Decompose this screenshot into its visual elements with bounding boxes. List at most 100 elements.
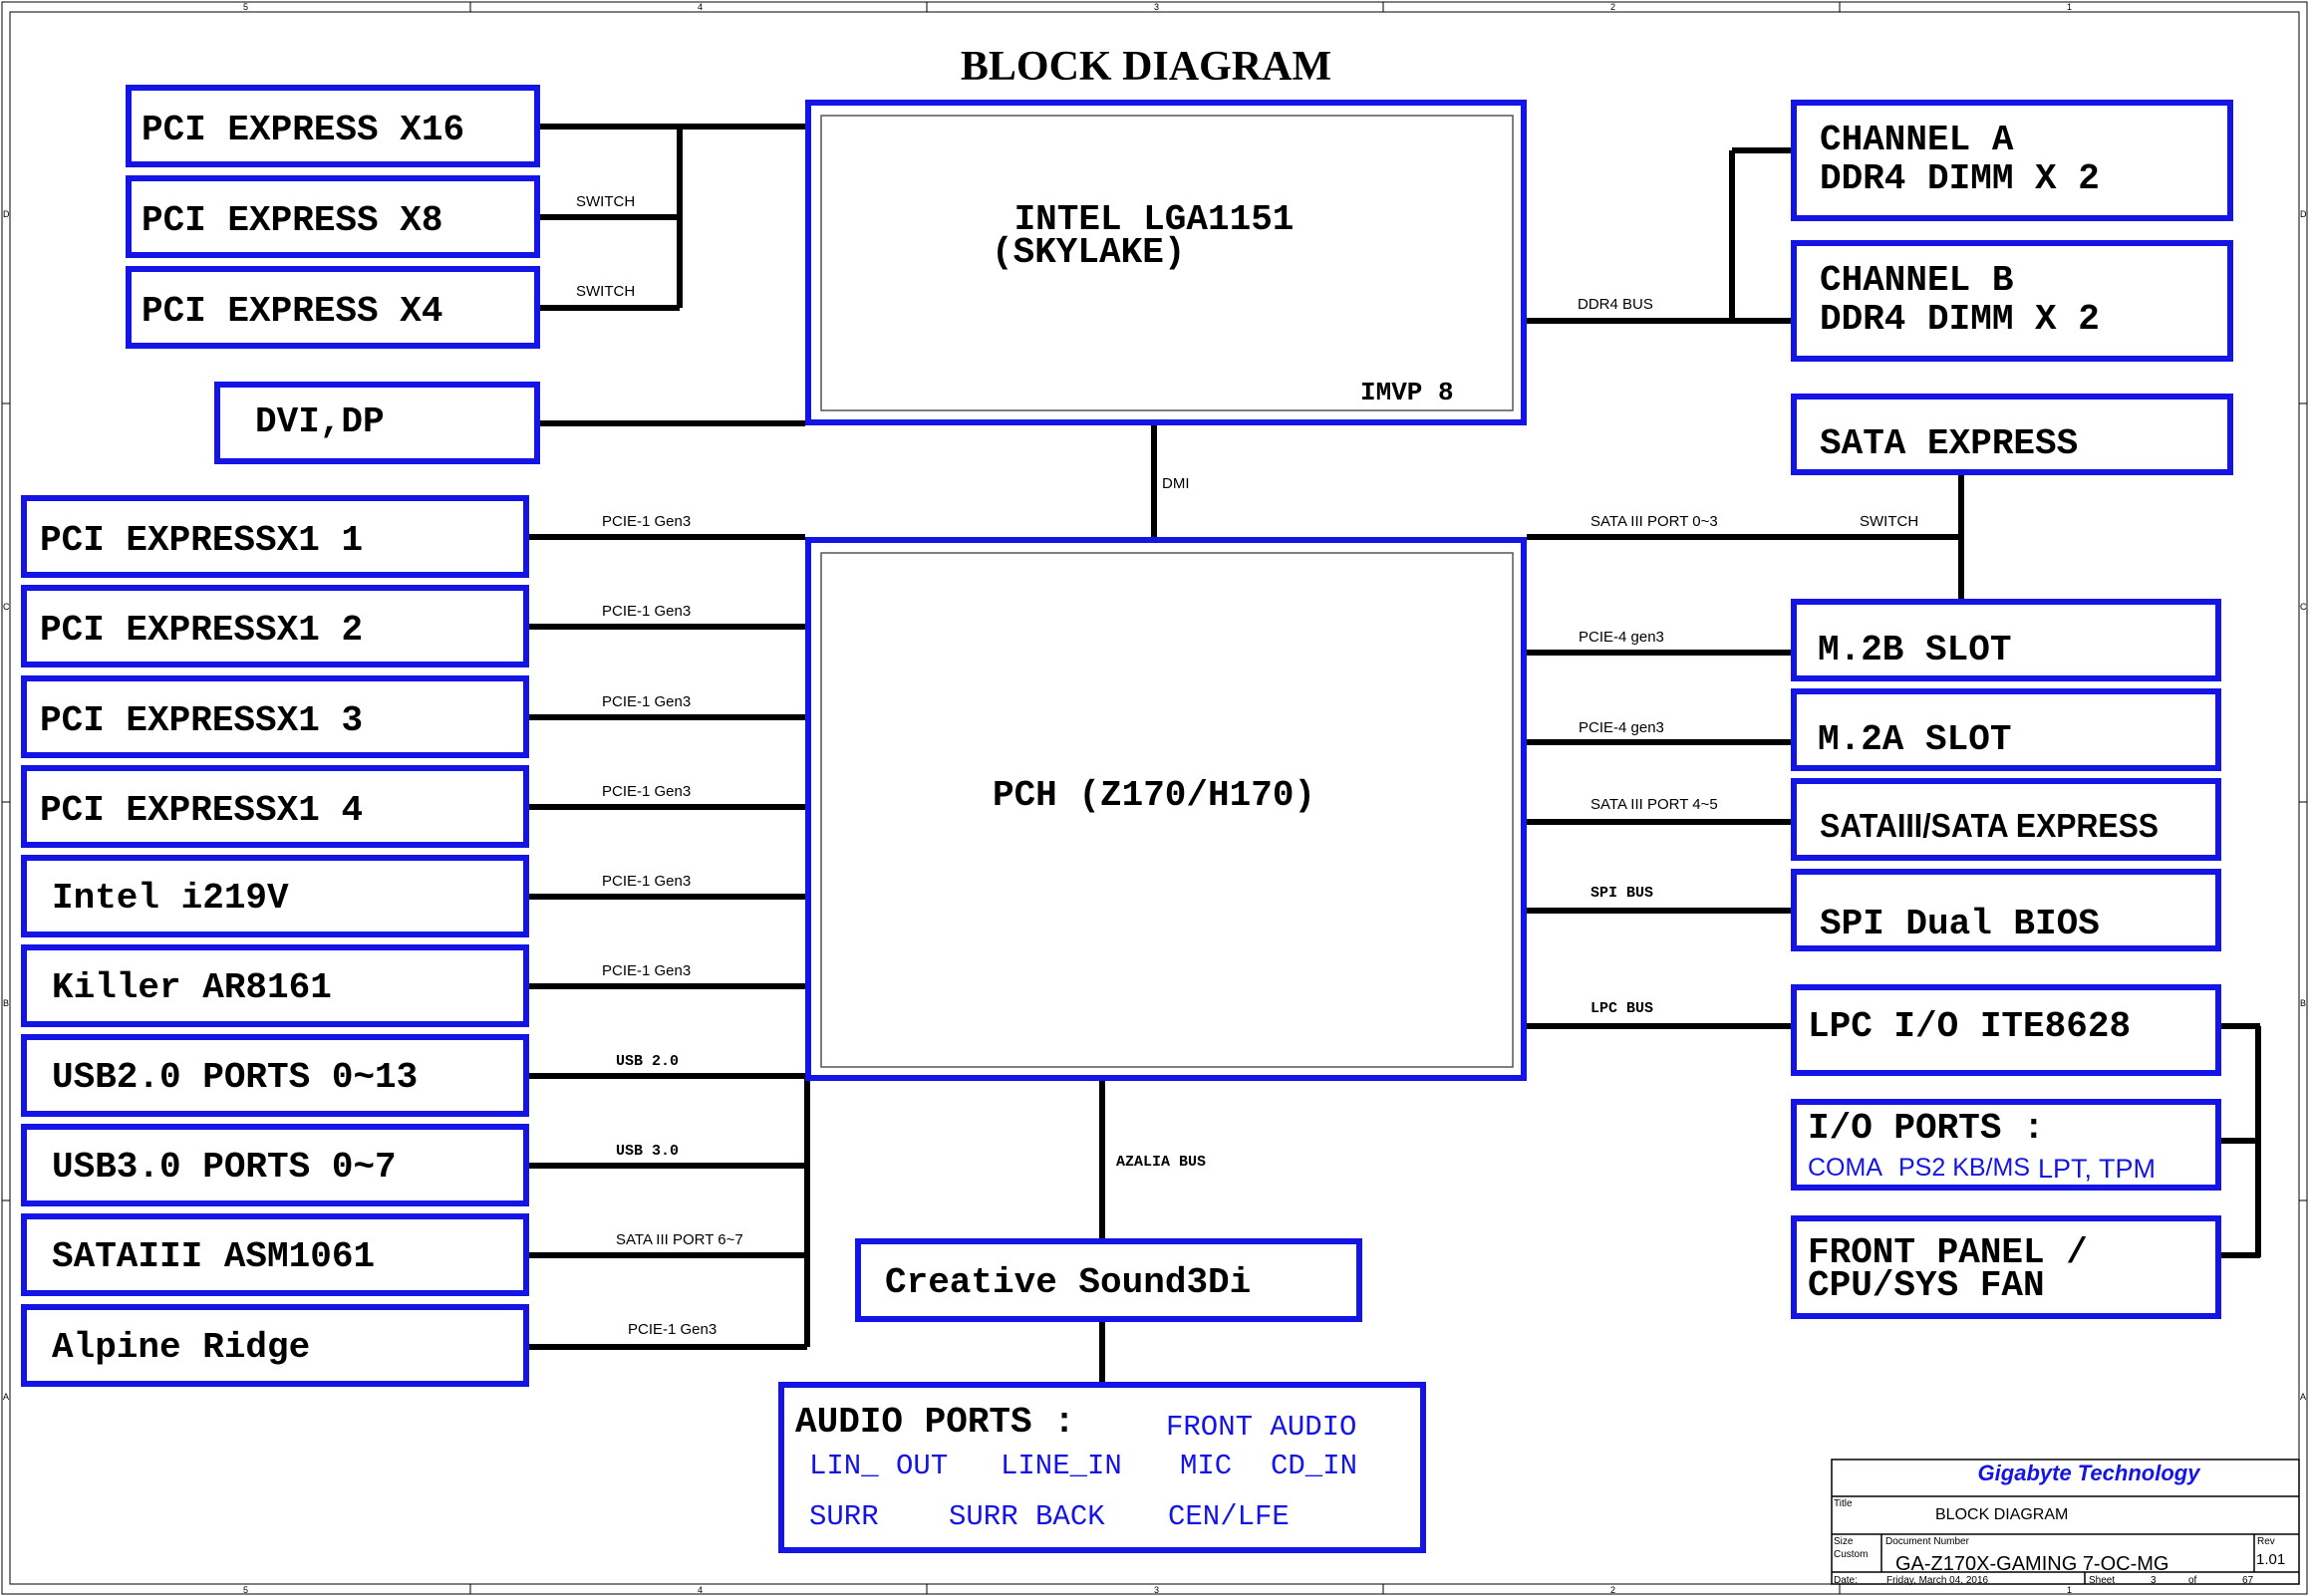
frame-col-label: 4 (698, 2, 703, 12)
frame-col-label: 3 (1154, 2, 1159, 12)
label-pcie-x1-1: PCI EXPRESSX1 1 (40, 520, 363, 561)
block-sata-express (1791, 394, 2233, 475)
frame-row-label: A (2300, 1392, 2306, 1402)
bus-label: PCIE-1 Gen3 (602, 783, 691, 800)
pch-name: PCH (Z170/H170) (993, 775, 1315, 816)
block-pcie-x16 (126, 85, 540, 167)
block-codec (855, 1238, 1362, 1322)
io-item: LPT, TPM (2038, 1154, 2156, 1184)
frame-row-label: C (3, 602, 10, 612)
bus-label: USB 3.0 (616, 1143, 679, 1160)
frame-col-label: 1 (2067, 2, 2072, 12)
bus-label: PCIE-1 Gen3 (628, 1321, 717, 1338)
label-pcie-x1-4: PCI EXPRESSX1 4 (40, 790, 363, 831)
label-channel-a-dimm: DDR4 DIMM X 2 (1820, 158, 2100, 199)
audio-item: SURR BACK (949, 1500, 1105, 1533)
diagram-title: BLOCK DIAGRAM (961, 44, 1331, 90)
block-sataiii-sata-express (1791, 778, 2221, 861)
frame-col-label: 3 (1154, 1585, 1159, 1595)
cpu-codename: (SKYLAKE) (992, 232, 1185, 273)
label-spi-bios: SPI Dual BIOS (1820, 904, 2100, 944)
block-m2a (1791, 688, 2221, 771)
bus-label: SWITCH (1860, 513, 1918, 530)
title-label: Title (1834, 1498, 1853, 1509)
block-spi-bios (1791, 869, 2221, 951)
label-channel-b-dimm: DDR4 DIMM X 2 (1820, 299, 2100, 340)
label-pcie-x8: PCI EXPRESS X8 (142, 200, 442, 241)
bus-label: PCIE-4 gen3 (1579, 629, 1664, 646)
cpu-vr: IMVP 8 (1360, 378, 1454, 407)
label-pcie-x1-3: PCI EXPRESSX1 3 (40, 700, 363, 741)
label-usb3: USB3.0 PORTS 0~7 (52, 1147, 397, 1188)
block-lpc-io (1791, 984, 2221, 1076)
cpu-name: INTEL LGA1151 (1014, 199, 1295, 240)
label-pcie-x16: PCI EXPRESS X16 (142, 110, 464, 150)
label-m2b: M.2B SLOT (1818, 630, 2011, 670)
label-dvi-dp: DVI,DP (255, 401, 385, 442)
bus-labels: SWITCH SWITCH DMI DDR4 BUS PCIE-1 Gen3 P… (576, 193, 1918, 1338)
bus-label: SWITCH (576, 283, 635, 300)
frame-row-label: D (3, 209, 10, 219)
label-channel-b: CHANNEL B (1820, 260, 2013, 301)
doc-number-label: Document Number (1885, 1536, 1970, 1547)
date-label: Date: (1834, 1575, 1858, 1586)
bus-label: SATA III PORT 6~7 (616, 1231, 743, 1248)
bus-label: USB 2.0 (616, 1053, 679, 1070)
frame-col-label: 1 (2067, 1585, 2072, 1595)
block-pcie-x8 (126, 175, 540, 258)
bus-label: LPC BUS (1590, 1000, 1653, 1017)
bus-label: SATA III PORT 0~3 (1590, 513, 1718, 530)
label-i219v: Intel i219V (52, 878, 289, 919)
label-channel-a: CHANNEL A (1820, 120, 2014, 160)
frame-col-label: 5 (243, 2, 248, 12)
bus-label: SWITCH (576, 193, 635, 210)
chip-inner-outlines (820, 115, 1514, 1068)
block-front-panel (1791, 1215, 2221, 1319)
label-pcie-x4: PCI EXPRESS X4 (142, 291, 442, 332)
block-dvi-dp (214, 382, 540, 464)
bus-label: SPI BUS (1590, 885, 1653, 902)
frame-col-label: 2 (1610, 1585, 1615, 1595)
block-channel-a (1791, 100, 2233, 221)
audio-item: MIC (1180, 1450, 1232, 1482)
bus-label: PCIE-1 Gen3 (602, 962, 691, 979)
frame-markers: 5 4 3 2 1 5 4 3 2 1 D C B A D C B A (3, 2, 2307, 1595)
sheet-value: 3 (2151, 1575, 2157, 1586)
label-killer: Killer AR8161 (52, 967, 332, 1008)
frame-col-label: 5 (243, 1585, 248, 1595)
rev-value: 1.01 (2256, 1551, 2285, 1568)
bus-label: PCIE-1 Gen3 (602, 693, 691, 710)
bus-label: PCIE-1 Gen3 (602, 873, 691, 890)
bus-label: PCIE-4 gen3 (1579, 719, 1664, 736)
dmi-label: DMI (1162, 475, 1190, 492)
of-label: of (2188, 1575, 2197, 1586)
label-alpine-ridge: Alpine Ridge (52, 1327, 310, 1368)
size-label: Size (1834, 1536, 1854, 1547)
label-cpu-sys-fan: CPU/SYS FAN (1808, 1265, 2045, 1306)
audio-item: FRONT AUDIO (1166, 1411, 1356, 1444)
frame-col-label: 2 (1610, 2, 1615, 12)
audio-item: CEN/LFE (1168, 1500, 1290, 1533)
label-lpc-io: LPC I/O ITE8628 (1808, 1006, 2131, 1047)
bus-label: AZALIA BUS (1116, 1154, 1206, 1171)
bus-wires (526, 124, 2261, 1385)
block-labels: PCI EXPRESS X16 PCI EXPRESS X8 PCI EXPRE… (40, 110, 2131, 1443)
date-value: Friday, March 04, 2016 (1886, 1575, 1989, 1586)
label-codec: Creative Sound3Di (885, 1262, 1251, 1303)
io-item: COMA (1808, 1154, 1882, 1182)
label-io-ports: I/O PORTS : (1808, 1108, 2045, 1149)
left-blocks (21, 495, 529, 1387)
company-name: Gigabyte Technology (1978, 1461, 2202, 1485)
block-m2b (1791, 599, 2221, 681)
audio-item: SURR (809, 1500, 879, 1533)
audio-item: LINE_IN (1001, 1450, 1122, 1482)
label-sataiii-sata-express: SATAIII/SATA EXPRESS (1820, 807, 2159, 844)
sheet-label: Sheet (2089, 1575, 2115, 1586)
blocks (126, 85, 2233, 1553)
title-block-text: Gigabyte Technology Title BLOCK DIAGRAM … (1834, 1461, 2285, 1586)
block-channel-b (1791, 240, 2233, 362)
block-audio-ports (778, 1382, 1426, 1553)
bus-label: SATA III PORT 4~5 (1590, 796, 1718, 813)
